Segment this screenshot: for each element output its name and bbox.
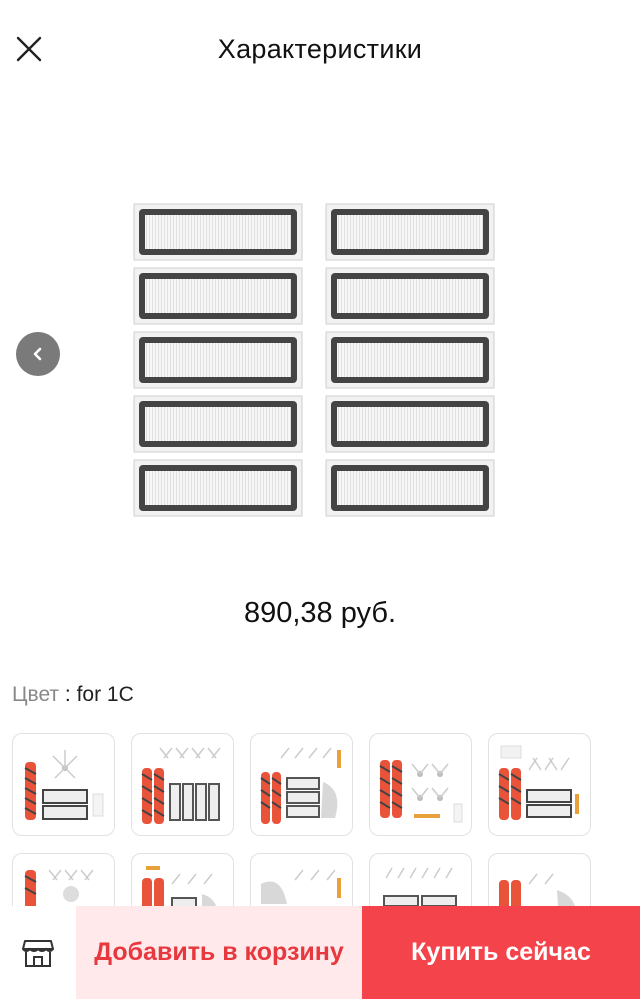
variant-thumbnail xyxy=(261,869,341,904)
gallery-prev-button[interactable] xyxy=(16,332,60,376)
close-button[interactable] xyxy=(8,28,50,70)
product-image xyxy=(133,203,495,517)
add-to-cart-button[interactable]: Добавить в корзину xyxy=(76,906,362,999)
variant-option[interactable] xyxy=(488,733,591,836)
buy-now-button[interactable]: Купить сейчас xyxy=(362,906,640,999)
store-icon xyxy=(22,939,54,967)
chevron-left-icon xyxy=(33,347,42,361)
variant-option[interactable] xyxy=(131,733,234,836)
product-price: 890,38 руб. xyxy=(243,597,397,629)
header: Характеристики xyxy=(0,0,640,100)
variant-thumbnail xyxy=(379,760,463,823)
variant-option[interactable] xyxy=(250,733,353,836)
store-button[interactable] xyxy=(0,906,76,999)
color-separator: : xyxy=(59,683,77,706)
color-value: for 1C xyxy=(76,683,134,706)
bottom-action-bar: Добавить в корзину Купить сейчас xyxy=(0,906,640,999)
variant-thumbnail xyxy=(498,745,579,820)
variant-thumbnail xyxy=(24,750,104,820)
product-gallery[interactable] xyxy=(0,190,640,530)
variant-thumbnail xyxy=(260,747,341,824)
page-title: Характеристики xyxy=(217,34,423,64)
close-icon xyxy=(16,36,42,62)
variant-thumbnail xyxy=(141,747,221,824)
color-label: Цвет xyxy=(12,683,60,706)
variant-option[interactable] xyxy=(12,733,115,836)
color-selection-label: Цвет : for 1C xyxy=(12,683,134,707)
variant-option[interactable] xyxy=(369,733,472,836)
